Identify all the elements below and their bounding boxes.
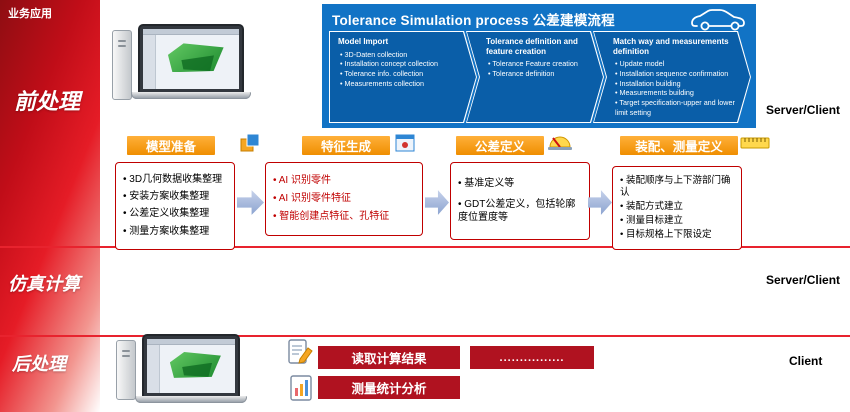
- stage-bullet: Installation sequence confirmation: [615, 69, 735, 79]
- gauge-icon: [548, 136, 572, 150]
- server-label-row2: Server/Client: [766, 273, 841, 287]
- stage-bullet: Measurements building: [615, 88, 735, 98]
- model-prep-box: 3D几何数据收集整理 安装方案收集整理 公差定义收集整理 测量方案收集整理: [115, 162, 235, 250]
- list-item: 基准定义等: [458, 178, 584, 191]
- cad-3d-part-shadow: [182, 362, 213, 377]
- corner-label: 业务应用: [8, 8, 52, 20]
- list-item: 智能创建点特征、孔特征: [273, 211, 417, 224]
- stage-match-way: Match way and measurements definition Up…: [593, 31, 751, 123]
- flow-arrow-icon: [425, 190, 449, 215]
- list-item: GDT公差定义，包括轮廓度位置度等: [458, 199, 584, 224]
- cad-laptop-icon: [135, 334, 247, 403]
- stage-bullet: Update model: [615, 59, 735, 69]
- laptop-base: [131, 92, 251, 99]
- measure-stats-box: 测量统计分析: [318, 376, 460, 399]
- layers-icon: [240, 133, 260, 152]
- row-label-postprocessing: 后处理: [12, 354, 66, 374]
- server-tower-icon: [112, 30, 132, 100]
- stage-tolerance-definition: Tolerance definition and feature creatio…: [466, 31, 604, 123]
- stage-bullet: Installation concept collection: [340, 59, 461, 69]
- cad-3d-part-shadow: [181, 55, 215, 71]
- ruler-icon: [740, 137, 770, 149]
- step-badge-assembly-measure: 装配、测量定义: [620, 136, 738, 155]
- stage-bullet: Installation building: [615, 79, 735, 89]
- banner-stages: Model Import 3D-Daten collection Install…: [329, 31, 751, 123]
- stage-bullet: Target specification-upper and lower lim…: [615, 98, 735, 117]
- row-divider: [0, 246, 850, 248]
- ellipsis-box: ................: [470, 346, 594, 369]
- row-divider: [0, 335, 850, 337]
- stage-bullet: Tolerance definition: [488, 69, 588, 79]
- stage-bullet: Tolerance info. collection: [340, 69, 461, 79]
- left-category-band: [0, 0, 100, 412]
- list-item: 安装方案收集整理: [123, 191, 229, 204]
- list-item: 公差定义收集整理: [123, 208, 229, 221]
- cad-laptop-icon: [131, 24, 251, 99]
- step-badge-feature-gen: 特征生成: [302, 136, 390, 155]
- banner-title: Tolerance Simulation process 公差建模流程: [332, 13, 615, 28]
- flow-arrow-icon: [588, 190, 612, 215]
- list-item: 目标规格上下限设定: [620, 229, 736, 241]
- flow-arrow-icon: [237, 190, 264, 215]
- stage-title: Model Import: [338, 37, 389, 46]
- stage-title: Match way and measurements definition: [613, 37, 729, 56]
- cad-sidebar: [147, 345, 160, 393]
- step-badge-tolerance-def: 公差定义: [456, 136, 544, 155]
- list-item: AI 识别零件特征: [273, 193, 417, 206]
- list-item: 测量方案收集整理: [123, 226, 229, 239]
- row-label-simulation: 仿真计算: [8, 274, 80, 294]
- window-feature-icon: [395, 134, 415, 152]
- assembly-measure-box: 装配顺序与上下游部门确认 装配方式建立 测量目标建立 目标规格上下限设定: [612, 166, 742, 250]
- step-badge-model-prep: 模型准备: [127, 136, 215, 155]
- stage-bullet: 3D-Daten collection: [340, 50, 461, 60]
- stage-model-import: Model Import 3D-Daten collection Install…: [329, 31, 477, 123]
- stage-title: Tolerance definition and feature creatio…: [486, 37, 578, 56]
- server-tower-icon: [116, 340, 136, 400]
- list-item: 测量目标建立: [620, 215, 736, 227]
- tolerance-def-box: 基准定义等 GDT公差定义，包括轮廓度位置度等: [450, 162, 590, 240]
- cad-toolbar: [143, 29, 239, 35]
- feature-gen-box: AI 识别零件 AI 识别零件特征 智能创建点特征、孔特征: [265, 162, 423, 236]
- list-item: 装配顺序与上下游部门确认: [620, 175, 736, 199]
- row-label-preprocessing: 前处理: [14, 89, 81, 114]
- server-label-row1: Server/Client: [766, 103, 841, 117]
- list-item: 装配方式建立: [620, 201, 736, 213]
- cad-toolbar: [147, 339, 235, 345]
- laptop-base: [135, 396, 247, 403]
- server-label-row3: Client: [789, 354, 823, 368]
- process-banner: Tolerance Simulation process 公差建模流程 Mode…: [322, 4, 756, 128]
- document-edit-icon: [288, 339, 313, 364]
- cad-sidebar: [143, 35, 156, 89]
- stage-bullet: Tolerance Feature creation: [488, 59, 588, 69]
- bar-chart-doc-icon: [290, 375, 312, 401]
- list-item: 3D几何数据收集整理: [123, 174, 229, 187]
- stage-bullet: Measurements collection: [340, 79, 461, 89]
- list-item: AI 识别零件: [273, 175, 417, 188]
- read-results-box: 读取计算结果: [318, 346, 460, 369]
- car-icon: [691, 9, 745, 31]
